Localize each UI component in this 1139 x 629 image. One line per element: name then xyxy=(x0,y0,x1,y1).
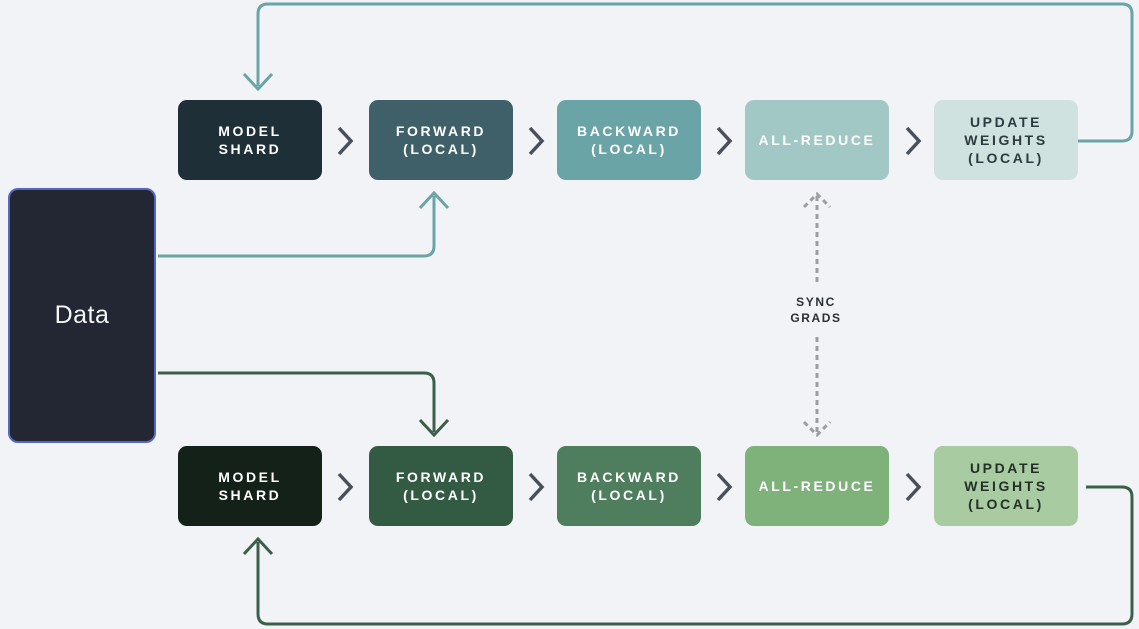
top-model-shard-node: MODEL SHARD xyxy=(178,100,322,180)
bottom-backward-node: BACKWARD (LOCAL) xyxy=(557,446,701,526)
top-forward-node: FORWARD (LOCAL) xyxy=(369,100,513,180)
chevron-right-icon xyxy=(716,472,733,502)
bottom-forward-label: FORWARD (LOCAL) xyxy=(395,469,487,503)
sync-arrow-up-head xyxy=(802,191,832,209)
bottom-forward-node: FORWARD (LOCAL) xyxy=(369,446,513,526)
top-feedback-arrowhead xyxy=(242,72,274,92)
chevron-right-icon xyxy=(905,126,922,156)
top-backward-node: BACKWARD (LOCAL) xyxy=(557,100,701,180)
data-to-top-forward-line xyxy=(158,196,436,258)
chevron-right-icon xyxy=(337,126,354,156)
bottom-update-weights-label: UPDATE WEIGHTS (LOCAL) xyxy=(964,460,1048,512)
bottom-backward-label: BACKWARD (LOCAL) xyxy=(576,469,681,503)
data-to-top-forward-arrowhead xyxy=(418,190,450,210)
top-update-weights-node: UPDATE WEIGHTS (LOCAL) xyxy=(934,100,1078,180)
sync-arrow-down-head xyxy=(802,420,832,438)
top-all-reduce-label: ALL-REDUCE xyxy=(758,132,876,148)
top-forward-label: FORWARD (LOCAL) xyxy=(395,123,487,157)
data-label: Data xyxy=(54,301,110,329)
chevron-right-icon xyxy=(528,472,545,502)
top-update-weights-label: UPDATE WEIGHTS (LOCAL) xyxy=(964,114,1048,166)
chevron-right-icon xyxy=(905,472,922,502)
top-model-shard-label: MODEL SHARD xyxy=(218,123,282,157)
data-to-bottom-forward-arrowhead xyxy=(418,418,450,438)
chevron-right-icon xyxy=(716,126,733,156)
chevron-right-icon xyxy=(337,472,354,502)
top-feedback-loop-line xyxy=(256,2,1134,143)
top-all-reduce-node: ALL-REDUCE xyxy=(745,100,889,180)
bottom-update-weights-node: UPDATE WEIGHTS (LOCAL) xyxy=(934,446,1078,526)
data-source-block: Data xyxy=(8,188,156,443)
bottom-feedback-arrowhead xyxy=(242,536,274,556)
bottom-all-reduce-label: ALL-REDUCE xyxy=(758,478,876,494)
sync-grads-label: SYNC GRADS xyxy=(790,295,842,325)
chevron-right-icon xyxy=(528,126,545,156)
bottom-model-shard-node: MODEL SHARD xyxy=(178,446,322,526)
bottom-model-shard-label: MODEL SHARD xyxy=(218,469,282,503)
bottom-all-reduce-node: ALL-REDUCE xyxy=(745,446,889,526)
bottom-feedback-loop-line xyxy=(256,485,1134,626)
data-to-bottom-forward-line xyxy=(158,371,436,432)
top-backward-label: BACKWARD (LOCAL) xyxy=(576,123,681,157)
